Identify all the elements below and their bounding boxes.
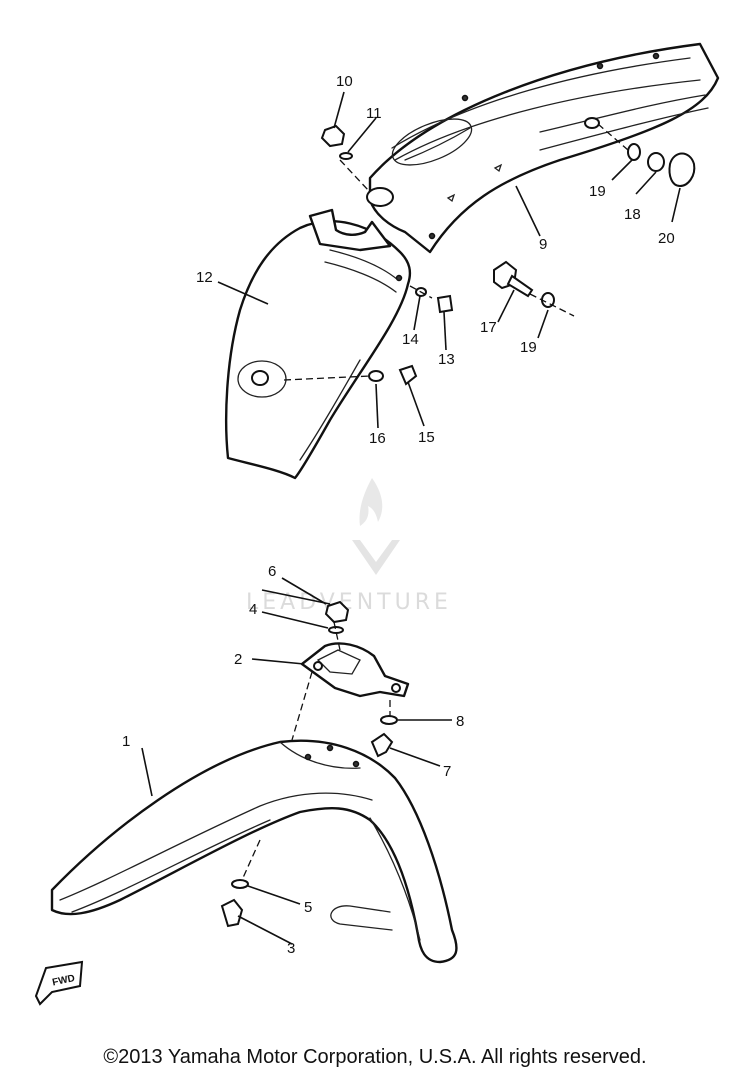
callout-18[interactable]: 18	[624, 206, 641, 223]
callout-1[interactable]: 1	[122, 733, 130, 750]
part-8-washer[interactable]	[380, 715, 398, 725]
callout-7[interactable]: 7	[443, 763, 451, 780]
part-3-bolt[interactable]	[220, 898, 244, 928]
part-6-nut[interactable]	[324, 600, 350, 624]
callout-20[interactable]: 20	[658, 230, 675, 247]
callout-4[interactable]: 4	[249, 601, 257, 618]
part-19-washer-upper[interactable]	[627, 143, 641, 161]
callout-19-lower[interactable]: 19	[520, 339, 537, 356]
callout-labels: 1 2 3 4 5 6 7 8 9 10 11 12 13 14 15 15 1…	[122, 73, 675, 957]
part-12-mud-guard[interactable]	[224, 208, 412, 480]
callout-3[interactable]: 3	[287, 940, 295, 957]
callout-15-lower[interactable]: 15	[418, 429, 435, 446]
part-13-screw[interactable]	[436, 294, 454, 314]
callout-19-upper[interactable]: 19	[589, 183, 606, 200]
part-9-rear-fender[interactable]	[366, 42, 720, 254]
part-16-washer[interactable]	[368, 370, 384, 382]
part-10-nut[interactable]	[320, 124, 346, 148]
part-1-front-fender[interactable]	[50, 739, 458, 964]
leader-lines	[141, 91, 681, 945]
part-5-washer[interactable]	[231, 879, 249, 889]
callout-16[interactable]: 16	[369, 430, 386, 447]
part-18-washer[interactable]	[647, 152, 665, 172]
callout-5[interactable]: 5	[304, 899, 312, 916]
callout-8[interactable]: 8	[456, 713, 464, 730]
callout-17[interactable]: 17	[480, 319, 497, 336]
callout-9[interactable]: 9	[539, 236, 547, 253]
part-20-cap-nut[interactable]	[668, 152, 696, 188]
part-4-washer[interactable]	[328, 626, 344, 634]
part-7-bolt[interactable]	[370, 732, 394, 758]
callout-12[interactable]: 12	[196, 269, 213, 286]
arrow-icon	[34, 960, 84, 1006]
copyright-footer: ©2013 Yamaha Motor Corporation, U.S.A. A…	[103, 1046, 647, 1068]
part-17-bolt-shank[interactable]	[506, 274, 534, 298]
fwd-label: FWD	[51, 973, 76, 988]
assembly-lines	[241, 123, 629, 881]
callout-14[interactable]: 14	[402, 331, 419, 348]
callout-11[interactable]: 11	[366, 105, 382, 122]
part-15-screw[interactable]	[398, 364, 418, 386]
part-2-bracket[interactable]	[300, 642, 410, 698]
callout-13[interactable]: 13	[438, 351, 455, 368]
watermark: LEADVENTURE	[246, 478, 448, 615]
callout-2[interactable]: 2	[234, 651, 242, 668]
callout-6[interactable]: 6	[268, 563, 276, 580]
callout-10[interactable]: 10	[336, 73, 353, 90]
watermark-logo-icon	[352, 540, 400, 575]
part-11-washer[interactable]	[339, 152, 353, 160]
watermark-flame-icon	[359, 478, 383, 526]
fwd-direction-marker: FWD	[34, 960, 84, 1006]
